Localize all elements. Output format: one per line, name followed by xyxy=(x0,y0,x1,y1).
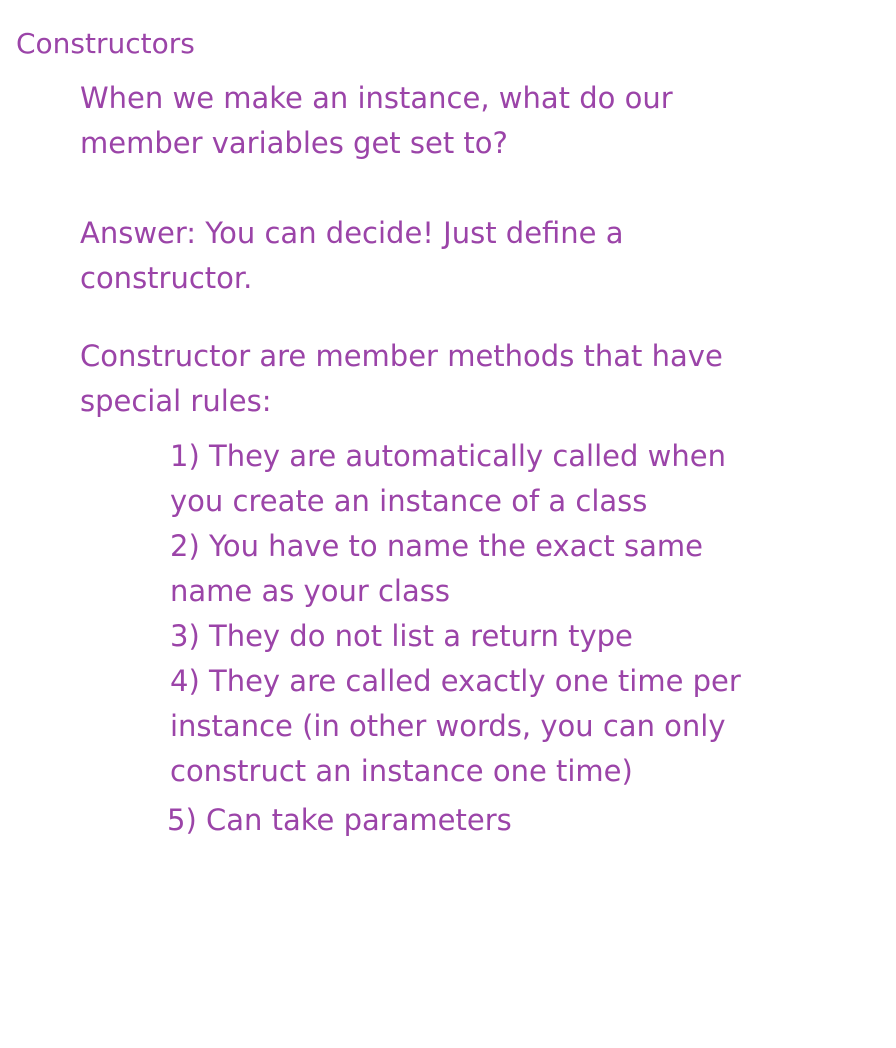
rule-line: 4) They are called exactly one time per xyxy=(170,664,741,698)
question-line-2: member variables get set to? xyxy=(80,126,508,160)
question-paragraph: When we make an instance, what do our me… xyxy=(80,76,673,166)
answer-line-1: Answer: You can decide! Just define a xyxy=(80,216,624,250)
rule-line: you create an instance of a class xyxy=(170,484,648,518)
rule-line: 3) They do not list a return type xyxy=(170,619,633,653)
rule-line: construct an instance one time) xyxy=(170,754,633,788)
rules-list: 1) They are automatically called when yo… xyxy=(170,434,741,794)
rule-item: 5) Can take parameters xyxy=(167,798,512,843)
rule-item: 3) They do not list a return type xyxy=(170,614,741,659)
intro-line-2: special rules: xyxy=(80,384,272,418)
rule-item: 1) They are automatically called when yo… xyxy=(170,434,741,524)
rule-line: 1) They are automatically called when xyxy=(170,439,726,473)
answer-paragraph: Answer: You can decide! Just define a co… xyxy=(80,211,624,301)
page-title: Constructors xyxy=(16,27,195,60)
intro-paragraph: Constructor are member methods that have… xyxy=(80,334,723,424)
rule-line: 5) Can take parameters xyxy=(167,803,512,837)
answer-line-2: constructor. xyxy=(80,261,253,295)
rule-item: 4) They are called exactly one time per … xyxy=(170,659,741,794)
question-line-1: When we make an instance, what do our xyxy=(80,81,673,115)
intro-line-1: Constructor are member methods that have xyxy=(80,339,723,373)
rule-line: 2) You have to name the exact same xyxy=(170,529,703,563)
rule-item: 2) You have to name the exact same name … xyxy=(170,524,741,614)
rule-line: instance (in other words, you can only xyxy=(170,709,726,743)
rule-line: name as your class xyxy=(170,574,450,608)
